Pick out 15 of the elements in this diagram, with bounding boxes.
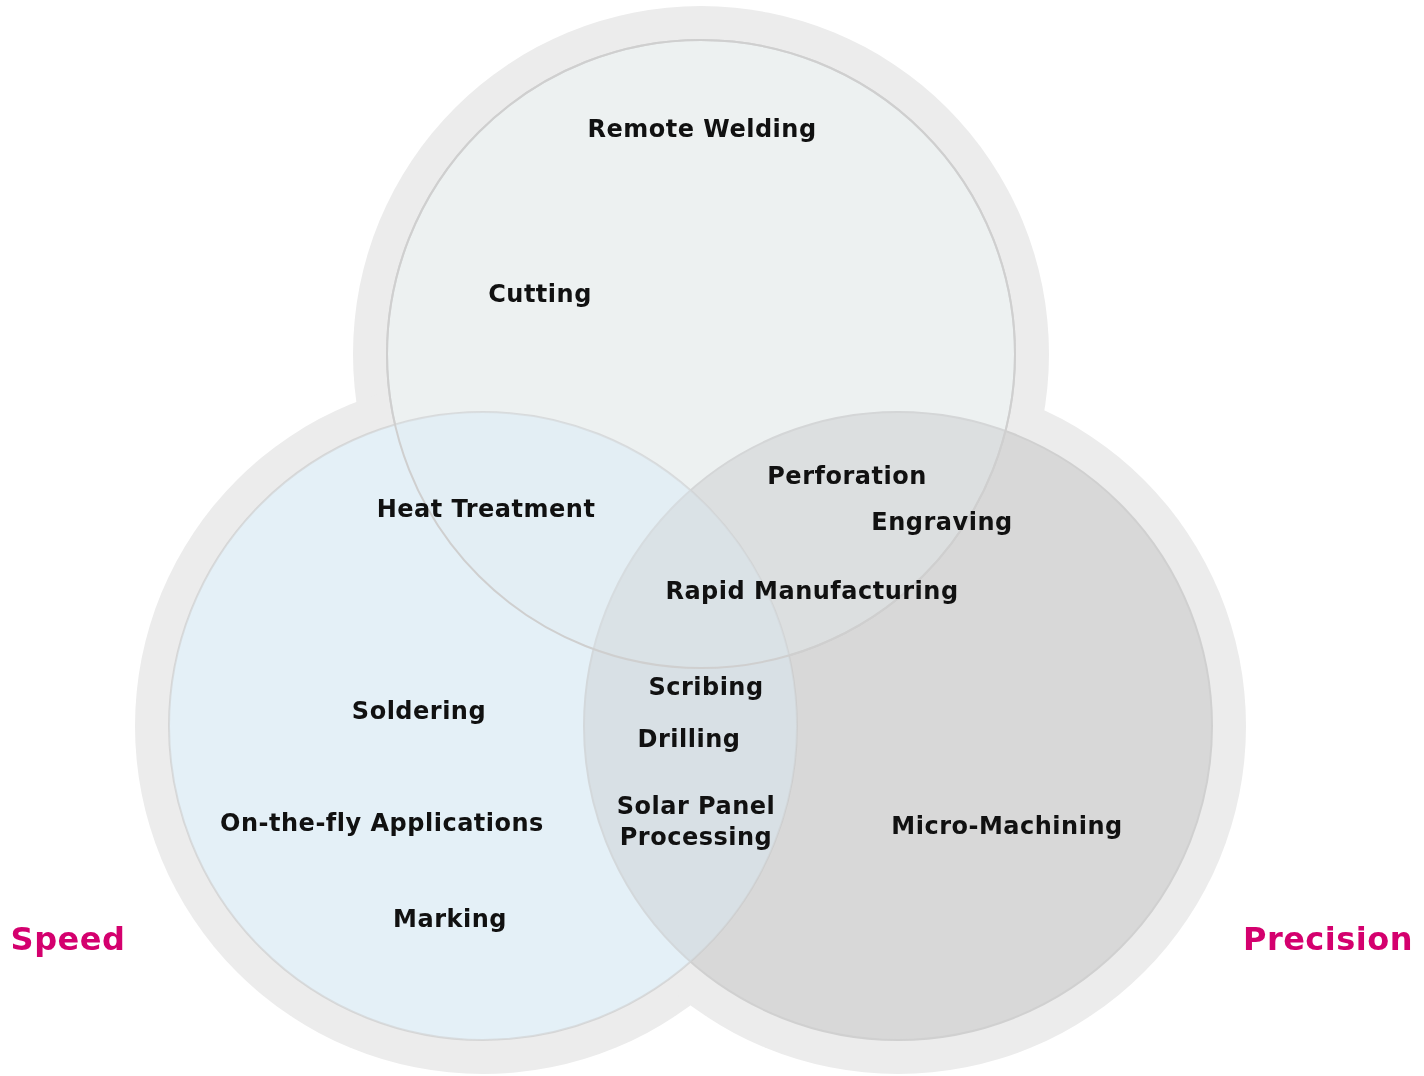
region-label: Perforation [767,461,927,493]
region-label: On-the-fly Applications [220,808,544,840]
region-label: Cutting [488,279,592,311]
region-label: Drilling [637,724,741,756]
region-label: Engraving [871,507,1013,539]
region-label: Soldering [351,696,487,728]
region-label: Remote Welding [587,114,817,146]
set-label: Speed [10,919,126,961]
region-label: Micro-Machining [891,811,1123,843]
region-label: Rapid Manufacturing [665,576,959,608]
set-label: Precision [1242,919,1414,961]
region-label: Scribing [648,672,764,704]
region-label: Solar Panel Processing [615,790,777,853]
region-label: Marking [393,904,507,936]
region-label: Heat Treatment [376,494,596,526]
